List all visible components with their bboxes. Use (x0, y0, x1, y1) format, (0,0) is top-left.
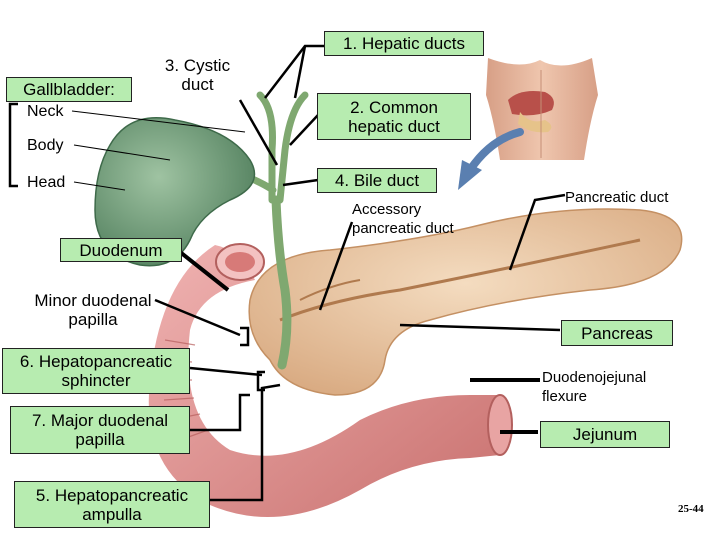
gallbladder-bracket (8, 102, 18, 188)
figure-reference: 25-44 (678, 503, 704, 515)
duodenum-label: Duodenum (60, 238, 182, 262)
bile-duct-label: 4. Bile duct (317, 168, 437, 193)
pointer-arrowhead (458, 160, 482, 190)
major-duodenal-papilla-label: 7. Major duodenal papilla (10, 406, 190, 454)
common-hepatic-duct-label: 2. Common hepatic duct (317, 93, 471, 140)
head-label: Head (27, 174, 66, 191)
pancreas-label: Pancreas (561, 320, 673, 346)
body-label: Body (27, 137, 64, 154)
neck-label: Neck (27, 103, 64, 120)
jejunum-label: Jejunum (540, 421, 670, 448)
hepatic-ducts-label: 1. Hepatic ducts (324, 31, 484, 56)
pancreatic-duct-label: Pancreatic duct (565, 189, 669, 206)
accessory-pancreatic-duct-label: Accessory pancreatic duct (352, 201, 454, 237)
pancreas-organ (248, 208, 683, 396)
duodenum (148, 243, 513, 517)
leader-lines (71, 44, 566, 502)
hepatopancreatic-ampulla-label: 5. Hepatopancreatic ampulla (14, 481, 210, 528)
minor-duodenal-papilla-label: Minor duodenal papilla (34, 291, 152, 329)
pointer-arrow (466, 128, 524, 174)
torso-inset (486, 58, 598, 160)
liver-inset (508, 91, 554, 116)
gallbladder-label: Gallbladder: (6, 77, 132, 102)
cystic-duct-label: 3. Cystic duct (164, 56, 231, 94)
pancreas-inset (518, 112, 552, 133)
duodenojejunal-flexure-label: Duodenojejunal flexure (542, 369, 647, 405)
hepatopancreatic-sphincter-label: 6. Hepatopancreatic sphincter (2, 348, 190, 394)
